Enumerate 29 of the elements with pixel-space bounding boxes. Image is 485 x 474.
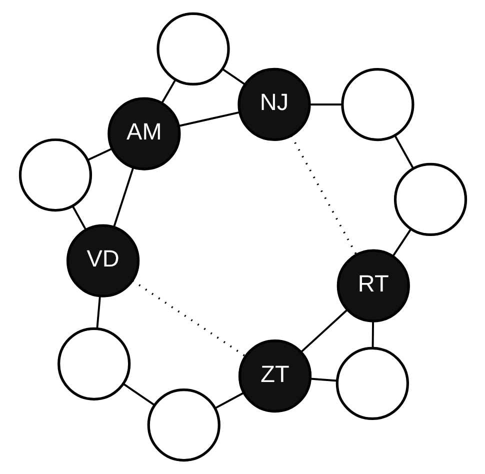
connector [310,378,337,382]
connector [300,309,348,353]
connector [392,228,412,257]
connector [160,79,176,104]
node-circle: RT [336,249,410,322]
connector [132,280,246,357]
connector [371,321,374,348]
connector [71,206,86,230]
connector [214,392,244,410]
node-circle [335,346,408,420]
connector [394,135,414,170]
node-circle: VD [66,224,140,298]
node-circle [57,327,130,400]
node-circle [146,388,220,462]
connector [178,111,240,127]
connector [96,296,100,329]
connector [86,148,112,161]
node-circle [340,68,414,142]
node-circle: AM [107,97,180,170]
node-circle [156,12,230,86]
connector [290,135,357,255]
connector [309,104,342,106]
node-circle: ZT [238,339,312,413]
node-circle [393,162,467,236]
connector [221,68,245,86]
node-circle: NJ [237,68,310,142]
connector [112,167,134,228]
node-circle [18,138,92,212]
connector [122,382,155,406]
